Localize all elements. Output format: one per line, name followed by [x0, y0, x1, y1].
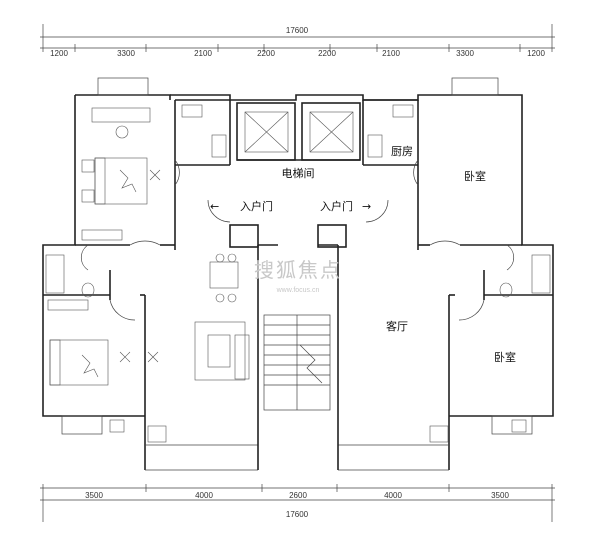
- label-elevator-hall: 电梯间: [282, 167, 315, 180]
- bottom-dimension-line: 3500 4000 2600 4000 3500 17600: [40, 484, 555, 522]
- label-bedroom-right-top: 卧室: [464, 169, 486, 183]
- label-kitchen: 厨房: [391, 145, 413, 158]
- bottom-dim-5: 3500: [491, 491, 509, 500]
- label-entry-right: 入户门: [320, 199, 353, 213]
- watermark: 搜狐焦点: [254, 258, 342, 282]
- top-dim-6: 2100: [382, 49, 400, 58]
- top-dim-8: 1200: [527, 49, 545, 58]
- top-total-dimension: 17600: [286, 26, 309, 35]
- top-dim-7: 3300: [456, 49, 474, 58]
- label-living-room: 客厅: [386, 319, 408, 333]
- label-entry-left: 入户门: [240, 199, 273, 213]
- label-bedroom-right-bottom: 卧室: [494, 350, 516, 364]
- entry-left-arrow: ←: [210, 200, 219, 213]
- top-dim-1: 1200: [50, 49, 68, 58]
- top-dim-2: 3300: [117, 49, 135, 58]
- furniture: [45, 104, 551, 443]
- bottom-dim-3: 2600: [289, 491, 307, 500]
- bottom-dim-1: 3500: [85, 491, 103, 500]
- entry-right-arrow: →: [362, 200, 371, 213]
- top-dim-5: 2200: [318, 49, 336, 58]
- bottom-dim-4: 4000: [384, 491, 402, 500]
- outer-walls: [42, 94, 554, 471]
- bottom-total-dimension: 17600: [286, 510, 309, 519]
- top-dim-4: 2200: [257, 49, 275, 58]
- top-dimension-line: 17600 1200 3300 2100 2200 2200 2100 3300…: [40, 24, 555, 58]
- bottom-dim-2: 4000: [195, 491, 213, 500]
- interior-walls: [43, 77, 553, 435]
- staircase: [263, 314, 331, 411]
- doors: [80, 159, 515, 321]
- watermark-url: www.focus.cn: [276, 287, 320, 294]
- top-dim-3: 2100: [194, 49, 212, 58]
